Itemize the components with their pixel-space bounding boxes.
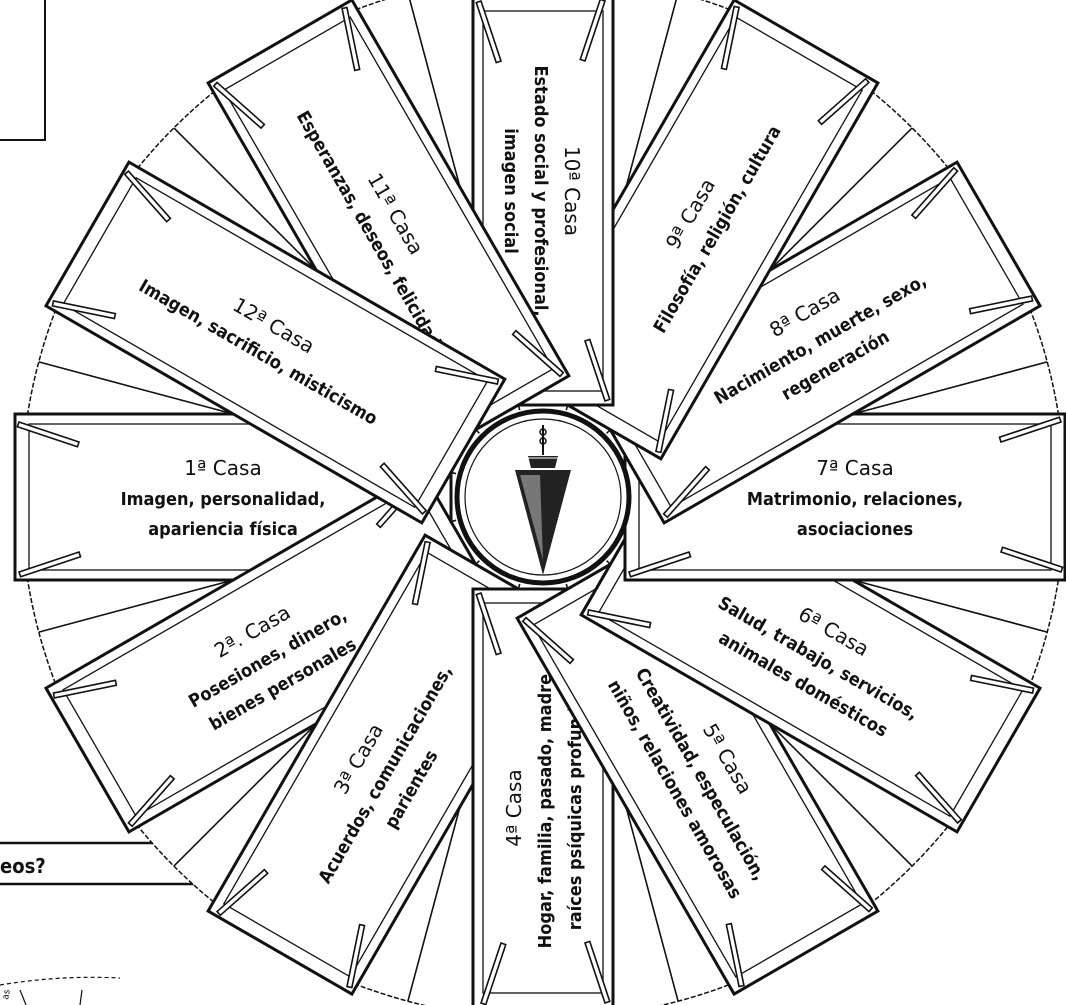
house-1-title: 1ª Casa <box>184 456 261 480</box>
bottom-left-box-text: eos? <box>0 854 46 878</box>
house-4-description-line: Hogar, familia, pasado, madre, <box>535 668 556 949</box>
house-10-description-line: Estado social y profesional, <box>530 65 551 316</box>
house-7-description-line: Matrimonio, relaciones, <box>747 489 963 510</box>
house-10-title: 10ª Casa <box>560 146 584 236</box>
svg-text:as: as <box>1 988 13 1000</box>
house-7-title: 7ª Casa <box>816 456 893 480</box>
top-left-frame <box>0 0 45 140</box>
bottom-left-partial-wheel: as <box>0 977 120 1005</box>
house-4-title: 4ª Casa <box>502 769 526 846</box>
house-1-description-line: apariencia física <box>148 519 298 540</box>
house-1-description-line: Imagen, personalidad, <box>121 489 326 510</box>
center-medallion <box>457 411 629 583</box>
house-10-description-line: imagen social <box>500 128 521 253</box>
house-7-description-line: asociaciones <box>797 519 913 540</box>
